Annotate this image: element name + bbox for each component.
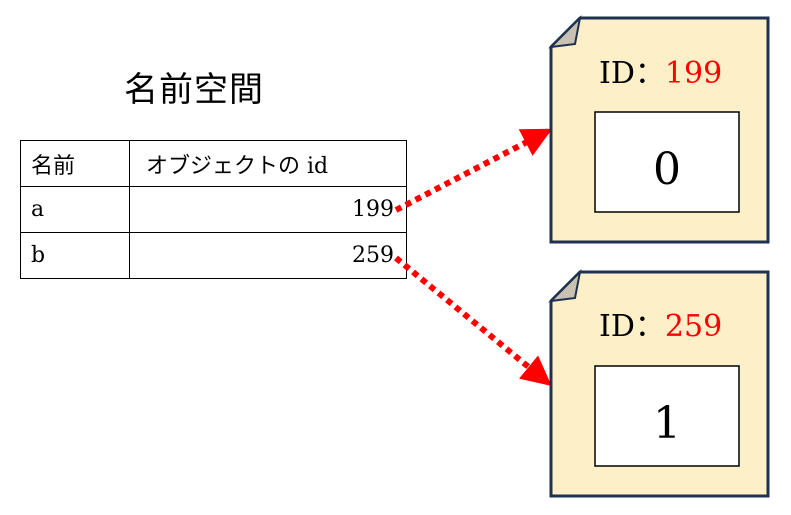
object-value: 0 [653,144,681,195]
namespace-table: 名前 オブジェクトの id a 199 b 259 [20,140,407,279]
row-name: a [20,186,130,233]
folded-corner-icon [548,268,582,303]
folded-corner-icon [548,14,582,49]
object-card: ID：199 0 [548,14,770,244]
object-id-line: ID：199 [599,56,722,91]
object-value-box [594,365,740,467]
object-id-label: ID： [599,309,665,344]
row-name: b [20,232,130,279]
row-object-id: 259 [129,232,407,279]
object-id-line: ID：259 [599,309,722,344]
namespace-title: 名前空間 [124,70,264,110]
object-id-value: 199 [665,56,722,91]
object-card: ID：259 1 [548,268,770,498]
object-id-value: 259 [665,309,722,344]
reference-arrow-b [394,255,552,387]
object-value: 1 [653,398,681,449]
object-value-box [594,111,740,213]
header-name: 名前 [20,140,130,187]
reference-arrow-a [394,128,553,213]
table-row: b 259 [20,232,407,279]
object-id-label: ID： [599,56,665,91]
